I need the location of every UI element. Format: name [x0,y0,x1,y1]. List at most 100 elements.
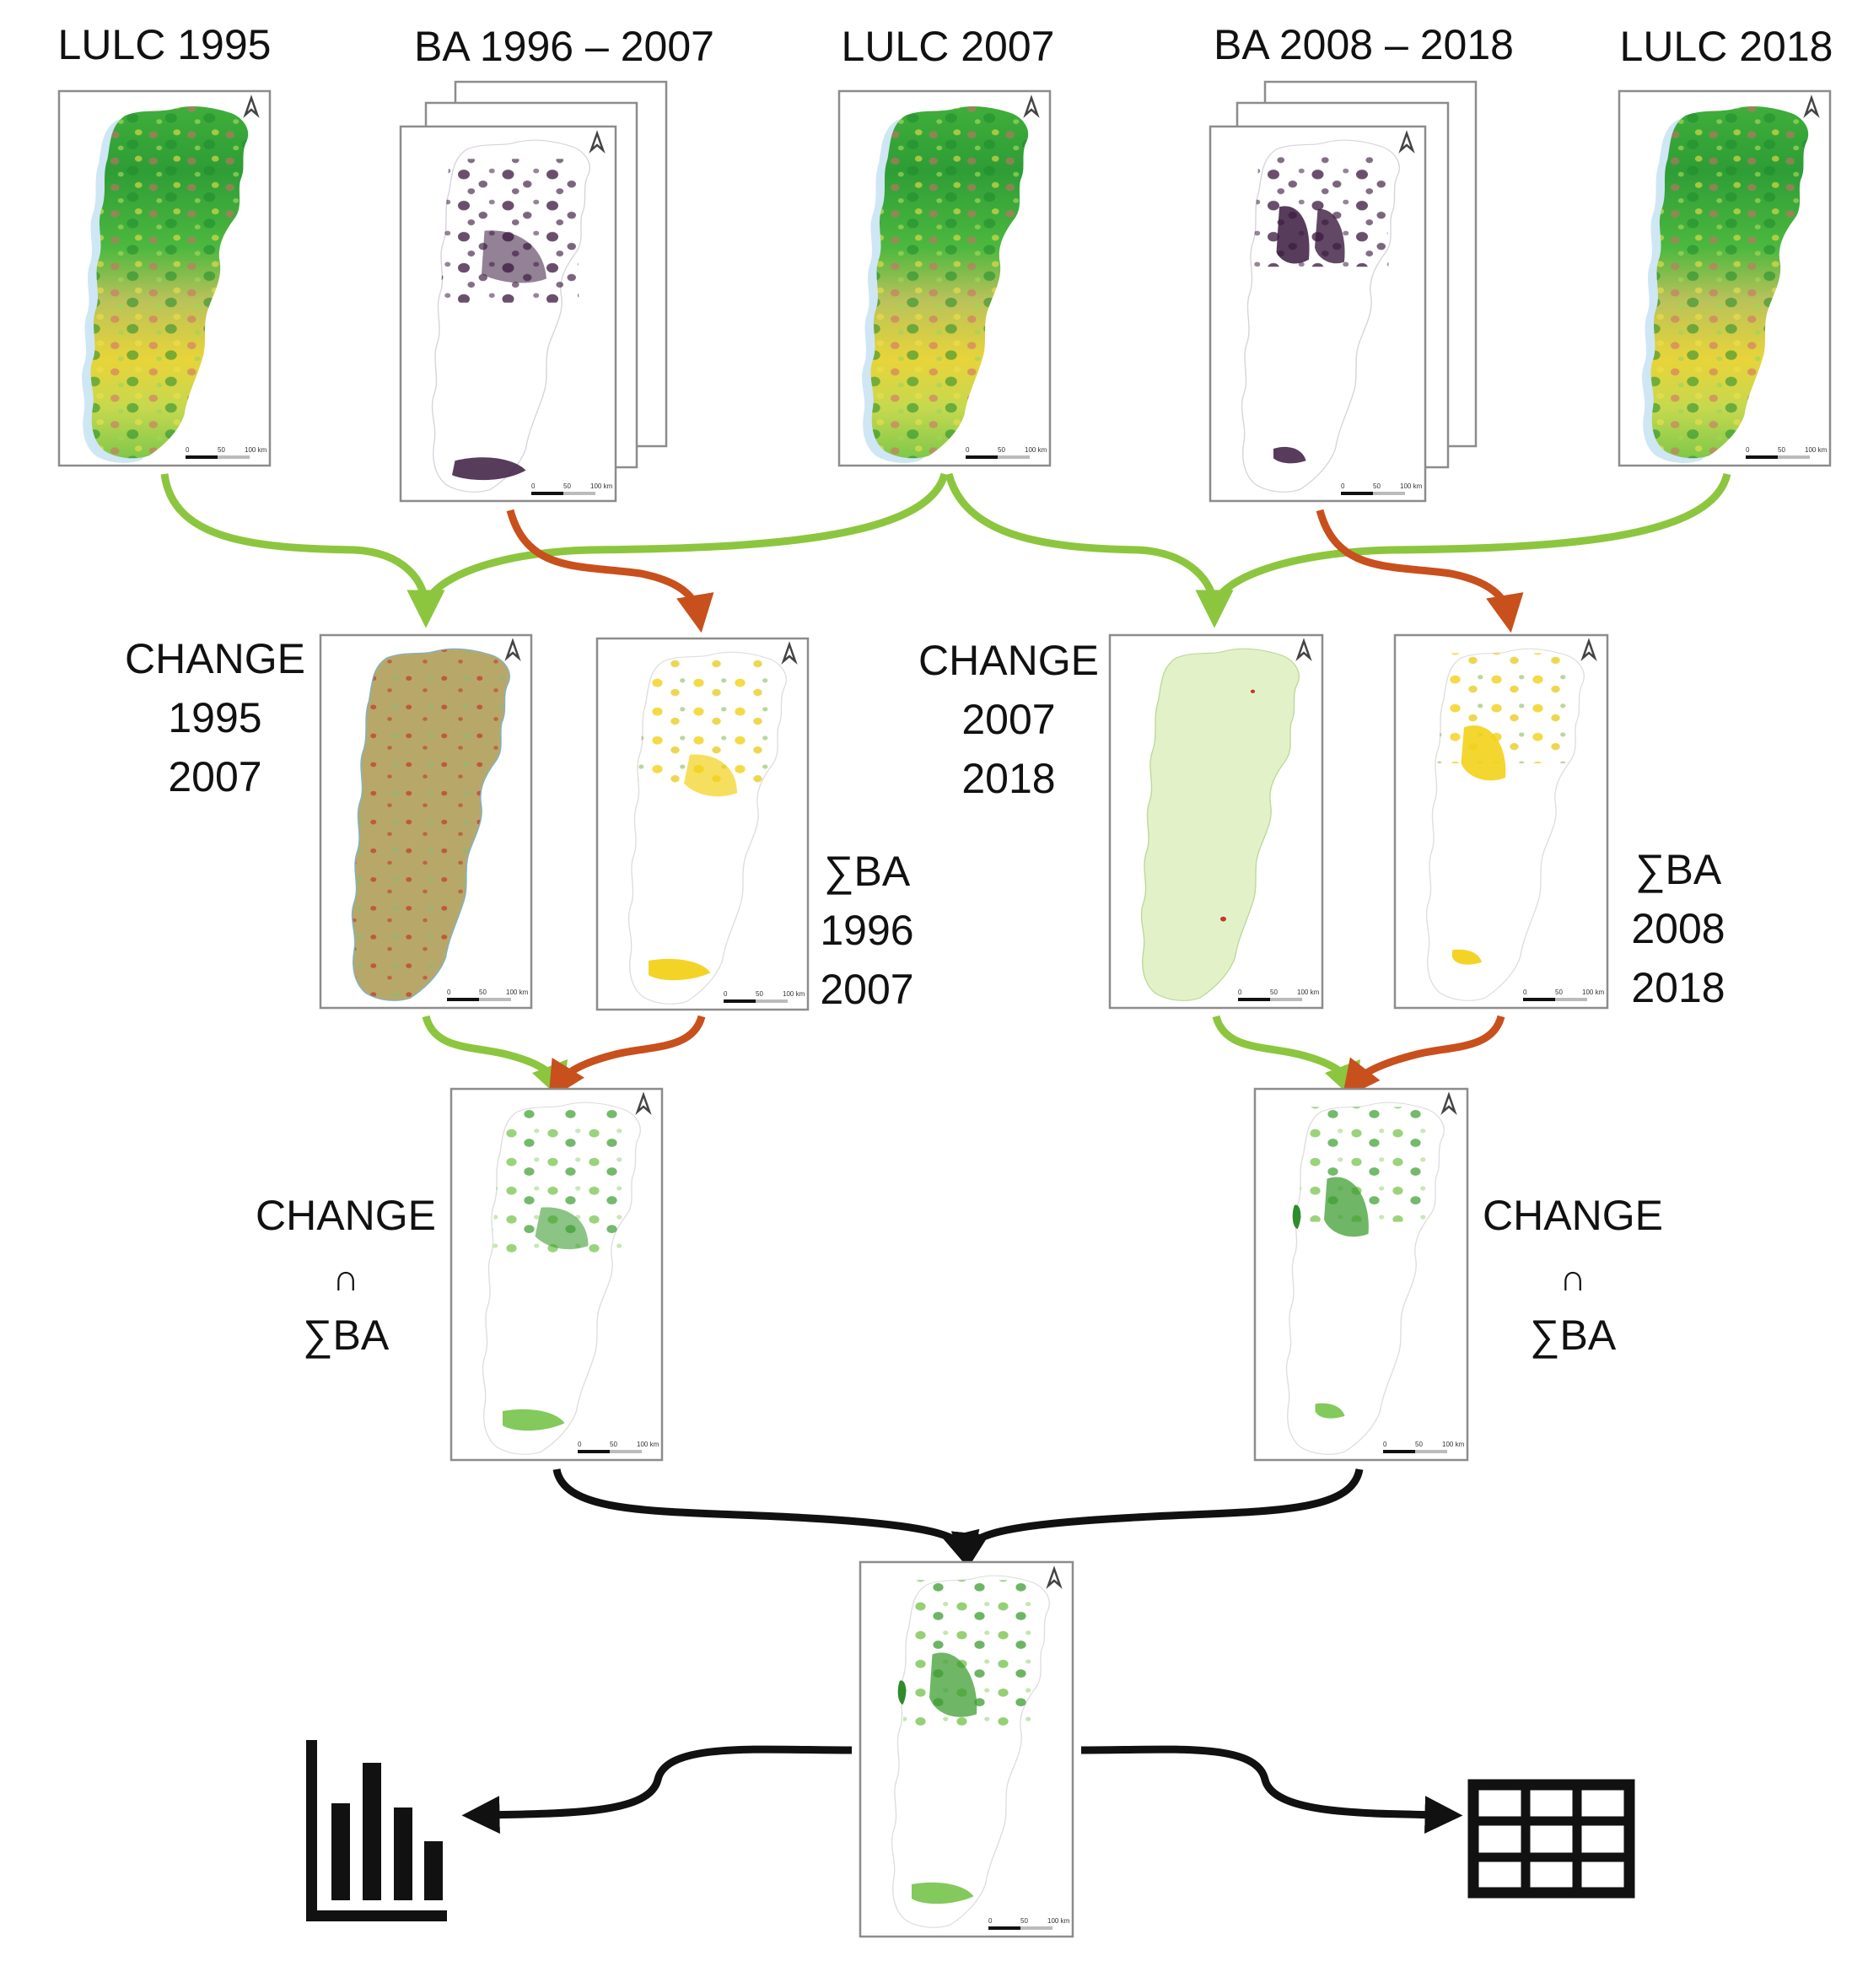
scale-bar: 0 50 100 km [1523,989,1605,1001]
scale-bar-label: 50 [1020,1917,1028,1925]
scale-bar: 0 50 100 km [1238,989,1320,1001]
arrow-intersect-b-to-final [950,1468,1364,1571]
scale-bars: 0 50 100 km 0 50 100 km 0 50 100 km 0 50 100 km 0 50 1… [186,446,1828,1930]
arrow-ba2-to-sumba-b [1316,509,1524,633]
svg-text:2018: 2018 [961,755,1055,802]
scale-bar-label: 50 [610,1441,617,1448]
map-intersection-1996-2007 [450,1087,664,1462]
scale-bar: 0 50 100 km [1383,1441,1465,1453]
scale-bar-label: 0 [578,1441,582,1448]
arrow-sumba-a-to-intersect-a [548,1015,706,1101]
map-lulc-1995 [57,89,272,467]
scale-bar-label: 50 [479,989,487,996]
scale-bar-label: 50 [563,482,571,490]
scale-bar: 0 50 100 km [988,1917,1070,1930]
scale-bar: 0 50 100 km [966,446,1047,459]
map-stack-ba-2008-2018 [1209,80,1478,503]
arrow-sumba-b-to-intersect-b [1342,1015,1505,1099]
label-change-intersect-ba-b: CHANGE ∩ ∑BA [1483,1192,1663,1359]
svg-text:∑BA: ∑BA [824,848,911,895]
label-sum-ba-1996-2007: ∑BA 1996 2007 [820,848,913,1013]
arrow-change-b-to-intersect-b [1212,1015,1360,1102]
svg-text:1995: 1995 [168,694,261,741]
svg-text:2007: 2007 [961,696,1055,743]
scale-bar-label: 50 [1778,446,1785,454]
scale-bar-label: 100 km [590,482,613,490]
svg-text:CHANGE: CHANGE [918,637,1099,684]
scale-bar-label: 50 [218,446,225,454]
arrow-change-a-to-intersect-a [422,1015,568,1102]
arrow-ba1-to-sumba-a [506,509,714,633]
scale-bar-label: 50 [998,446,1005,454]
arrow-intersect-a-to-final [552,1468,980,1570]
scale-bar-label: 0 [724,990,728,998]
label-change-2007-2018: CHANGE 2007 2018 [918,637,1099,802]
scale-bar-label: 0 [966,446,970,454]
scale-bar-label: 0 [1746,446,1750,454]
map-lulc-2018 [1618,89,1832,467]
scale-bar-label: 0 [531,482,536,490]
map-change-2007-2018 [1108,633,1324,1010]
scale-bar-label: 100 km [1297,989,1320,996]
map-stack-ba-1996-2007 [399,80,668,503]
scale-bar-label: 100 km [1047,1917,1070,1925]
label-lulc-1995: LULC 1995 [58,21,272,68]
label-ba-1996-2007: BA 1996 – 2007 [414,23,714,70]
svg-text:CHANGE: CHANGE [1483,1192,1663,1239]
scale-bar-label: 50 [1555,989,1563,996]
map-sum-ba-1996-2007 [595,637,810,1011]
scale-bar-label: 0 [1523,989,1527,996]
arrow-lulc2007-to-change-b [945,472,1234,628]
map-sum-ba-2008-2018 [1393,633,1609,1010]
scale-bar-label: 0 [988,1917,993,1925]
svg-text:CHANGE: CHANGE [256,1192,436,1239]
scale-bar-label: 50 [1270,989,1278,996]
svg-text:1996: 1996 [820,907,913,954]
svg-text:2008: 2008 [1631,905,1725,952]
scale-bar-label: 100 km [637,1441,659,1448]
scale-bar-label: 100 km [1805,446,1828,454]
scale-bar-label: 100 km [1442,1441,1465,1448]
svg-text:2018: 2018 [1631,964,1725,1011]
scale-bar-label: 100 km [1400,482,1423,490]
scale-bar: 0 50 100 km [1341,482,1423,495]
map-final-combined [859,1560,1074,1938]
arrow-lulc2018-to-change-b [1195,472,1731,628]
svg-text:∑BA: ∑BA [1530,1312,1617,1359]
arrow-lulc2007-to-change-a [406,472,949,628]
label-ba-2008-2018: BA 2008 – 2018 [1214,21,1514,68]
scale-bar: 0 50 100 km [1746,446,1828,459]
label-lulc-2018: LULC 2018 [1620,23,1833,70]
scale-bar-label: 0 [186,446,190,454]
scale-bar-label: 100 km [1025,446,1047,454]
scale-bar-label: 0 [1341,482,1345,490]
scale-bar-label: 0 [1238,989,1242,996]
svg-text:∩: ∩ [332,1258,359,1299]
scale-bar-label: 50 [1415,1441,1423,1448]
svg-text:∑BA: ∑BA [303,1312,390,1359]
map-intersection-2008-2018 [1253,1087,1469,1462]
map-lulc-2007 [837,89,1052,467]
svg-text:∑BA: ∑BA [1635,846,1722,893]
label-sum-ba-2008-2018: ∑BA 2008 2018 [1631,846,1725,1011]
svg-text:∩: ∩ [1559,1258,1586,1299]
scale-bar-label: 100 km [506,989,529,996]
bar-chart-icon [306,1740,447,1921]
scale-bar-label: 50 [1373,482,1381,490]
arrow-final-to-chart [461,1745,853,1834]
label-change-intersect-ba-a: CHANGE ∩ ∑BA [256,1192,436,1359]
scale-bar-label: 100 km [783,990,805,998]
scale-bar-label: 0 [1383,1441,1387,1448]
label-lulc-2007: LULC 2007 [842,23,1055,70]
scale-bar-label: 100 km [1582,989,1605,996]
arrow-final-to-table [1080,1745,1463,1834]
label-change-1995-2007: CHANGE 1995 2007 [125,635,305,800]
svg-text:CHANGE: CHANGE [125,635,305,682]
svg-text:2007: 2007 [820,966,913,1013]
table-grid-icon [1467,1779,1635,1899]
scale-bar: 0 50 100 km [531,482,613,495]
